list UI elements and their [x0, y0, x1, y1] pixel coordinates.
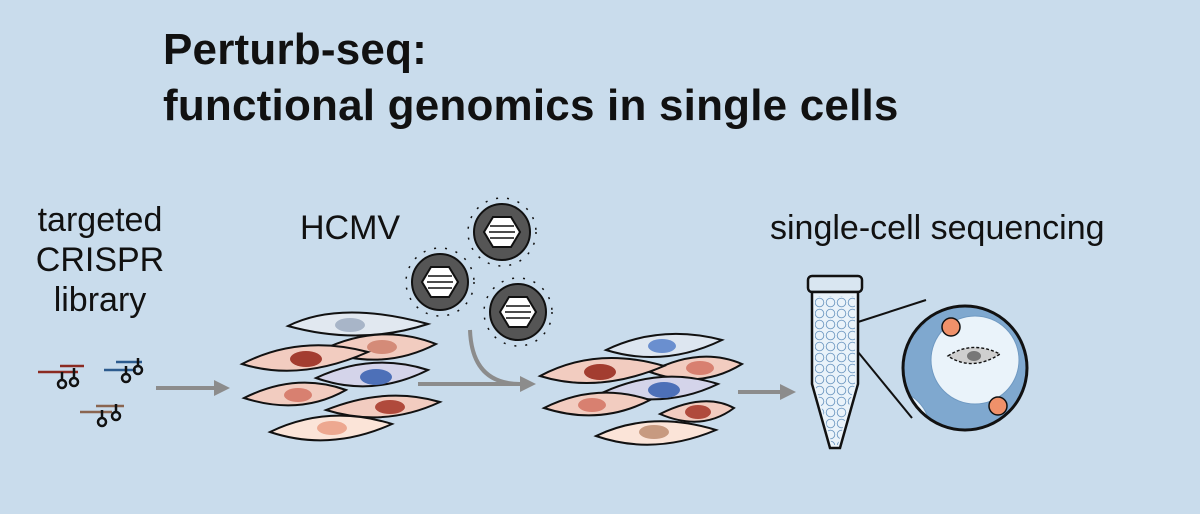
cell-stack-infected: [537, 332, 745, 446]
bead: [1036, 316, 1054, 334]
guide-icon: [38, 364, 84, 390]
cell-stack-uninfected: [239, 311, 443, 442]
page-title: Perturb-seq: functional genomics in sing…: [163, 22, 899, 134]
guide-icon: [80, 404, 124, 428]
cell: [541, 391, 653, 417]
cell: [267, 414, 395, 442]
cell: [285, 311, 432, 337]
cell: [537, 357, 667, 385]
zoom-line-top: [857, 299, 927, 323]
library-label-line-3: library: [53, 281, 147, 319]
library-label-line-2: CRISPR: [35, 241, 165, 279]
cell: [239, 344, 372, 372]
cell: [241, 381, 349, 407]
library-label-line-1: targeted: [37, 201, 163, 239]
droplet-zoom-view: [901, 304, 1054, 432]
cell: [593, 420, 719, 446]
title-line-1: Perturb-seq:: [163, 25, 427, 74]
virion: [467, 197, 537, 267]
guide-icon: [104, 358, 144, 384]
cell: [657, 400, 736, 423]
cell: [323, 394, 443, 419]
bead: [941, 317, 961, 337]
cell: [647, 355, 745, 381]
virus-particles: [405, 197, 553, 347]
sequencing-label: single-cell sequencing: [770, 209, 1105, 247]
bead: [988, 396, 1008, 416]
title-line-2: functional genomics in single cells: [163, 81, 899, 130]
library-label: targeted CRISPR library: [0, 200, 200, 320]
zoom-line-bottom: [857, 351, 913, 419]
virion: [483, 277, 553, 347]
virion: [405, 247, 475, 317]
virus-label: HCMV: [300, 209, 401, 247]
cell: [603, 332, 725, 359]
cell: [313, 361, 431, 388]
crispr-guides: [38, 358, 144, 428]
droplet-tube: [806, 274, 864, 450]
